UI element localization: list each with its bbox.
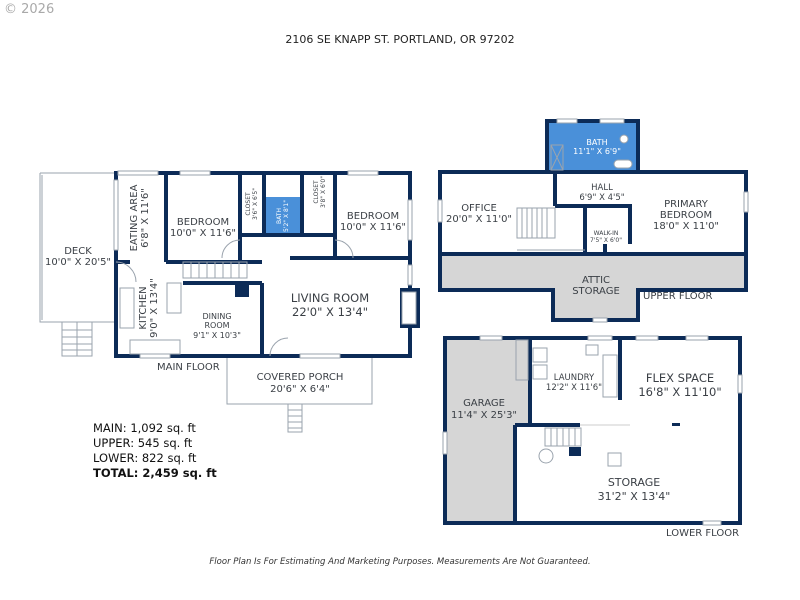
deck-name: DECK bbox=[64, 246, 92, 257]
lower-stairs bbox=[544, 427, 582, 447]
bedroom2-name: BEDROOM bbox=[347, 211, 399, 222]
lower-chimney bbox=[569, 447, 581, 456]
hall-dims: 6'9" X 4'5" bbox=[579, 193, 624, 203]
upper-floor: BATH 11'1" X 6'9" OFFICE 20'0" X 11'0" H… bbox=[437, 118, 749, 323]
garage-dims: 11'4" X 25'3" bbox=[451, 410, 517, 421]
hall-name: HALL bbox=[591, 183, 613, 193]
shower bbox=[550, 144, 564, 171]
porch-dims: 20'6" X 6'4" bbox=[270, 384, 330, 395]
toilet-icon bbox=[613, 159, 633, 169]
main-sqft: MAIN: 1,092 sq. ft bbox=[93, 421, 196, 435]
deck-outline bbox=[39, 172, 116, 323]
eating-area-dims: 6'8" X 11'6" bbox=[140, 188, 151, 248]
laundry-fixtures bbox=[515, 339, 618, 398]
living-room-dims: 22'0" X 13'4" bbox=[292, 305, 368, 319]
main-walls bbox=[114, 171, 412, 358]
main-floor-label: MAIN FLOOR bbox=[157, 362, 220, 373]
upper-stairs bbox=[516, 207, 585, 251]
office-name: OFFICE bbox=[461, 203, 497, 214]
total-sqft: TOTAL: 2,459 sq. ft bbox=[93, 466, 217, 480]
doors bbox=[115, 239, 354, 357]
upper-sqft: UPPER: 545 sq. ft bbox=[93, 436, 193, 450]
lower-floor-label: LOWER FLOOR bbox=[666, 528, 739, 539]
water-heater-icon bbox=[538, 448, 554, 464]
furnace-icon bbox=[607, 452, 622, 467]
bedroom1-name: BEDROOM bbox=[177, 217, 229, 228]
main-bath-name: BATH bbox=[276, 208, 283, 224]
closet1-name: CLOSET bbox=[245, 192, 252, 216]
dining-name-line1: DINING bbox=[202, 312, 231, 321]
walkin-dims: 7'5" X 6'0" bbox=[590, 237, 622, 244]
disclaimer: Floor Plan Is For Estimating And Marketi… bbox=[209, 557, 591, 567]
main-bath-dims: 5'2" X 8'1" bbox=[283, 200, 290, 232]
kitchen-counters bbox=[119, 282, 182, 355]
storage-name: STORAGE bbox=[608, 476, 660, 489]
copyright-watermark: © 2026 bbox=[4, 2, 55, 17]
closet1-dims: 3'6" X 6'5" bbox=[252, 188, 259, 220]
lower-windows bbox=[442, 335, 743, 526]
lower-floor: GARAGE 11'4" X 25'3" LAUNDRY 12'2" X 11'… bbox=[442, 335, 743, 539]
chimney bbox=[235, 283, 249, 297]
dining-dims: 9'1" X 10'3" bbox=[193, 331, 241, 340]
bedroom1-dims: 10'0" X 11'6" bbox=[170, 228, 236, 239]
square-footage-summary: MAIN: 1,092 sq. ft UPPER: 545 sq. ft LOW… bbox=[93, 421, 217, 481]
kitchen-name: KITCHEN bbox=[138, 286, 149, 329]
lower-post bbox=[672, 423, 680, 426]
attic-name-line1: ATTIC bbox=[582, 275, 610, 286]
property-address: 2106 SE KNAPP ST. PORTLAND, OR 97202 bbox=[285, 33, 515, 46]
closet2-name: CLOSET bbox=[313, 180, 320, 204]
eating-area-name: EATING AREA bbox=[129, 184, 140, 251]
fireplace bbox=[400, 288, 420, 328]
flex-space-dims: 16'8" X 11'10" bbox=[638, 385, 721, 399]
main-floor: DECK 10'0" X 20'5" EATING AREA 6'8" X 11… bbox=[39, 170, 420, 433]
flex-space-name: FLEX SPACE bbox=[646, 371, 714, 385]
primary-name-line1: PRIMARY bbox=[664, 199, 709, 210]
upper-floor-label: UPPER FLOOR bbox=[643, 291, 713, 302]
deck-stairs bbox=[61, 321, 93, 357]
living-room-name: LIVING ROOM bbox=[291, 291, 369, 305]
porch-name: COVERED PORCH bbox=[257, 372, 344, 383]
primary-name-line2: BEDROOM bbox=[660, 210, 712, 221]
storage-dims: 31'2" X 13'4" bbox=[598, 490, 671, 503]
attic-name-line2: STORAGE bbox=[572, 286, 620, 297]
main-bath-fill bbox=[266, 197, 302, 235]
garage-fill bbox=[447, 340, 530, 521]
kitchen-dims: 9'0" X 13'4" bbox=[149, 278, 160, 338]
windows bbox=[113, 170, 413, 359]
lower-sqft: LOWER: 822 sq. ft bbox=[93, 451, 197, 465]
porch-stairs bbox=[287, 403, 303, 433]
walkin-name: WALK-IN bbox=[594, 230, 619, 237]
attic-fill bbox=[442, 256, 744, 320]
upper-walls bbox=[438, 119, 748, 322]
upper-windows bbox=[437, 118, 749, 323]
laundry-name: LAUNDRY bbox=[554, 373, 595, 383]
closet2-dims: 3'8" X 6'0" bbox=[320, 176, 327, 208]
upper-bath-name: BATH bbox=[586, 138, 607, 147]
bedroom2-dims: 10'0" X 11'6" bbox=[340, 222, 406, 233]
primary-dims: 18'0" X 11'0" bbox=[653, 221, 719, 232]
office-dims: 20'0" X 11'0" bbox=[446, 214, 512, 225]
sink-icon bbox=[619, 134, 629, 144]
dining-name-line2: ROOM bbox=[204, 321, 229, 330]
garage-name: GARAGE bbox=[463, 398, 505, 409]
deck-dims: 10'0" X 20'5" bbox=[45, 257, 111, 268]
upper-bath-dims: 11'1" X 6'9" bbox=[573, 147, 621, 156]
main-stairs bbox=[182, 261, 248, 279]
laundry-dims: 12'2" X 11'6" bbox=[546, 383, 602, 393]
lower-walls bbox=[443, 336, 742, 525]
